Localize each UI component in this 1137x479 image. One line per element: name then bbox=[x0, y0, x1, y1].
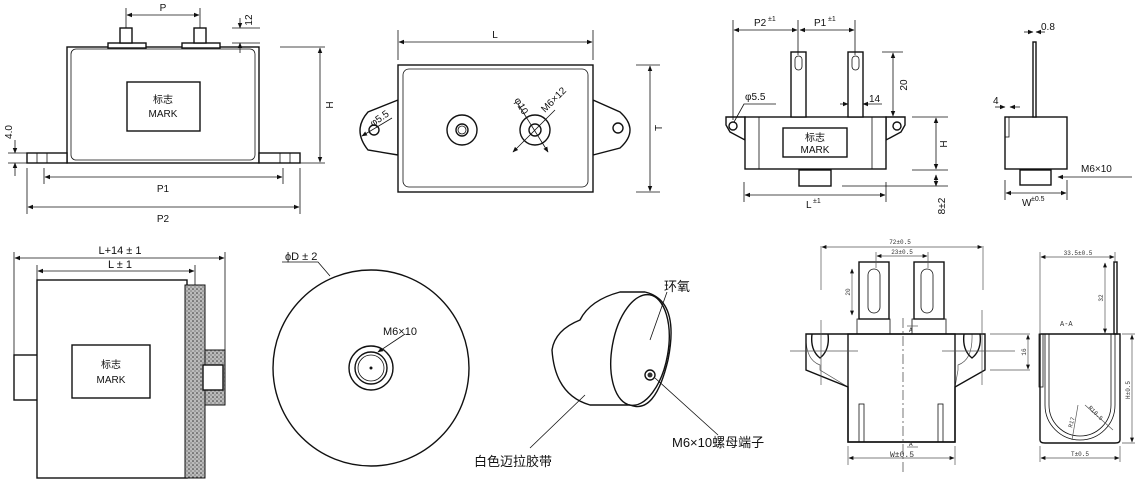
dim-phi5-5: φ5.5 bbox=[745, 92, 766, 103]
dim-l: L bbox=[806, 200, 812, 211]
mark-en: MARK bbox=[149, 109, 178, 120]
front-view: 标志 MARK P 12 H 4.0 P1 P2 bbox=[4, 3, 336, 225]
cylinder-3d-view: 环氧 白色迈拉胶带 M6×10螺母端子 bbox=[474, 279, 764, 469]
dim-w: W bbox=[1022, 198, 1032, 209]
cad-front-view: 72±0.5 23±0.5 20 16 W±0.5 A A bbox=[790, 239, 1030, 475]
dim-p2-tol: ±1 bbox=[768, 16, 776, 23]
dim-4: 4 bbox=[993, 96, 999, 107]
dim-32: 32 bbox=[1098, 294, 1105, 302]
tab-terminal bbox=[790, 51, 807, 118]
mark-box bbox=[71, 344, 151, 399]
dim-h: H±0.5 bbox=[1125, 381, 1132, 399]
dim-h: H bbox=[939, 140, 950, 147]
stud bbox=[798, 169, 832, 187]
mark-cn: 标志 bbox=[101, 358, 121, 371]
dim-23: 23±0.5 bbox=[891, 249, 913, 256]
mark-box bbox=[126, 81, 201, 132]
dim-l-tol: ±1 bbox=[813, 198, 821, 205]
section-mark-top: A bbox=[909, 327, 913, 334]
terminal bbox=[119, 27, 133, 44]
top-view: φ10 M6×12 φ5.5 L T bbox=[359, 30, 665, 193]
capacitor-body bbox=[744, 116, 887, 170]
dim-p: P bbox=[160, 3, 167, 14]
tab-front-view: 标志 MARK P2±1 P1±1 20 14 φ5.5 H 8±2 L±1 bbox=[725, 16, 950, 214]
dim-diameter: ϕD ± 2 bbox=[285, 251, 317, 263]
dim-72: 72±0.5 bbox=[889, 239, 911, 246]
dim-l: L ± 1 bbox=[108, 259, 132, 271]
dim-p2: P2 bbox=[157, 214, 170, 225]
label-mylar-tape: 白色迈拉胶带 bbox=[474, 454, 552, 469]
dim-20: 20 bbox=[899, 79, 910, 91]
mark-cn: 标志 bbox=[153, 93, 173, 106]
cylinder-side-view: 标志 MARK L+14 ± 1 L ± 1 bbox=[13, 245, 226, 479]
terminal bbox=[193, 27, 207, 44]
tab-pin bbox=[1032, 41, 1037, 118]
dim-w: W±0.5 bbox=[890, 451, 914, 460]
label-nut-terminal: M6×10螺母端子 bbox=[672, 435, 764, 450]
dim-w-tol: ±0.5 bbox=[1031, 196, 1045, 203]
dim-0-8: 0.8 bbox=[1041, 22, 1055, 33]
cylinder-body bbox=[36, 279, 188, 479]
dim-t: T bbox=[654, 125, 665, 131]
dim-p1: P1 bbox=[157, 184, 170, 195]
section-mark-bottom: A bbox=[909, 441, 913, 448]
capacitor-body-top bbox=[397, 64, 594, 193]
dim-14: 14 bbox=[869, 94, 881, 105]
cad-body bbox=[847, 333, 956, 443]
mark-box bbox=[782, 127, 848, 158]
dim-p1-tol: ±1 bbox=[828, 16, 836, 23]
dim-20: 20 bbox=[845, 288, 852, 296]
tab-terminal bbox=[847, 51, 864, 118]
mark-en: MARK bbox=[801, 145, 830, 156]
mark-cn: 标志 bbox=[805, 131, 825, 144]
dim-m6x10: M6×10 bbox=[1081, 164, 1112, 175]
cylinder-end-view: ϕD ± 2 M6×10 bbox=[272, 251, 470, 467]
dim-l-plus-14: L+14 ± 1 bbox=[98, 245, 141, 257]
cylinder-end bbox=[272, 269, 470, 467]
epoxy-face bbox=[610, 293, 670, 407]
section-title: A-A bbox=[1060, 321, 1073, 329]
dim-4: 4.0 bbox=[4, 125, 15, 139]
capacitor-body-side bbox=[1004, 116, 1068, 170]
dim-p2: P2 bbox=[754, 18, 767, 29]
right-flange bbox=[258, 152, 301, 164]
dim-t: T±0.5 bbox=[1071, 451, 1089, 458]
dim-l: L bbox=[492, 30, 498, 41]
stud bbox=[1019, 169, 1052, 186]
capacitor-body bbox=[66, 46, 260, 164]
tab-side-view: 0.8 4 M6×10 W±0.5 bbox=[993, 22, 1132, 209]
label-epoxy: 环氧 bbox=[664, 279, 690, 294]
dim-12: 12 bbox=[244, 14, 255, 26]
dim-h: H bbox=[325, 101, 336, 108]
dim-p1: P1 bbox=[814, 18, 827, 29]
dim-8: 8±2 bbox=[937, 197, 948, 214]
dim-r17: R17 bbox=[1067, 416, 1077, 429]
cad-section-body bbox=[1039, 333, 1121, 444]
cad-section-view: A-A 33.5±0.5 32 H±0.5 R17 R18.5 T±0.5 bbox=[1038, 250, 1135, 462]
dim-16: 16 bbox=[1021, 348, 1028, 356]
mark-en: MARK bbox=[97, 375, 126, 386]
dim-m6x10: M6×10 bbox=[383, 326, 417, 338]
dim-33-5: 33.5±0.5 bbox=[1064, 250, 1093, 257]
